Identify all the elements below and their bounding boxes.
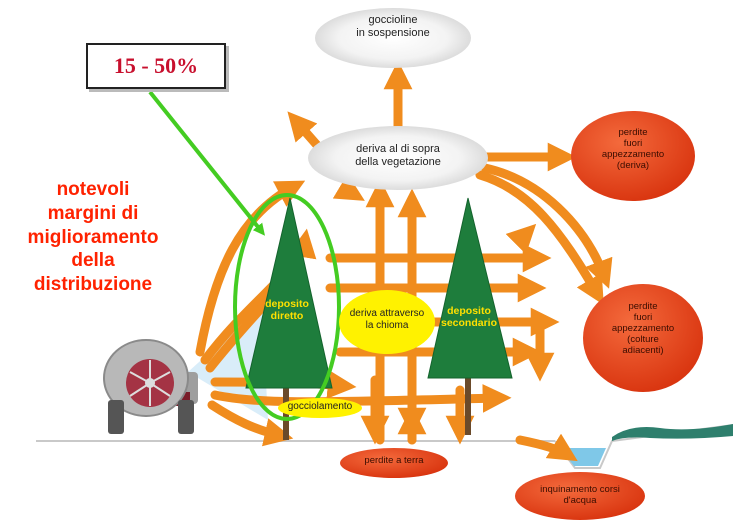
highlight-ellipse — [233, 193, 341, 421]
crops-loss-label: perdite fuori appezzamento (colture adia… — [611, 301, 675, 356]
pointer-arrow — [148, 90, 265, 236]
side-note: notevoli margini di miglioramento della … — [27, 179, 159, 295]
cloud-top — [315, 8, 471, 68]
water-pollution-label: inquinamento corsi d'acqua — [540, 484, 620, 506]
cloud-middle — [308, 126, 488, 190]
red-ellipse-drift — [571, 111, 695, 201]
water-surface — [612, 424, 733, 441]
drift-loss-label: perdite fuori appezzamento (deriva) — [601, 127, 665, 171]
percent-box: 15 - 50% — [86, 43, 226, 89]
yellow-ellipse-center — [339, 290, 435, 354]
tree-right-label: deposito secondario — [440, 305, 498, 330]
cloud-top-label: goccioline in sospensione — [356, 14, 430, 39]
red-ellipse-ground — [340, 448, 448, 478]
percent-label: 15 - 50% — [113, 53, 199, 78]
ground-loss-label: perdite a terra — [364, 455, 424, 466]
red-ellipse-water — [515, 472, 645, 520]
red-ellipse-crops — [583, 284, 703, 392]
tree-left-label: deposito diretto — [265, 298, 309, 323]
yellow-ellipse-drip — [278, 398, 362, 418]
center-drift-label: deriva attraverso la chioma — [349, 308, 425, 331]
drip-label: gocciolamento — [287, 401, 353, 412]
sprayer-icon — [103, 339, 198, 434]
tree-right — [427, 197, 513, 435]
spray-cone — [188, 305, 268, 420]
cloud-middle-label: deriva al di sopra della vegetazione — [355, 143, 441, 168]
